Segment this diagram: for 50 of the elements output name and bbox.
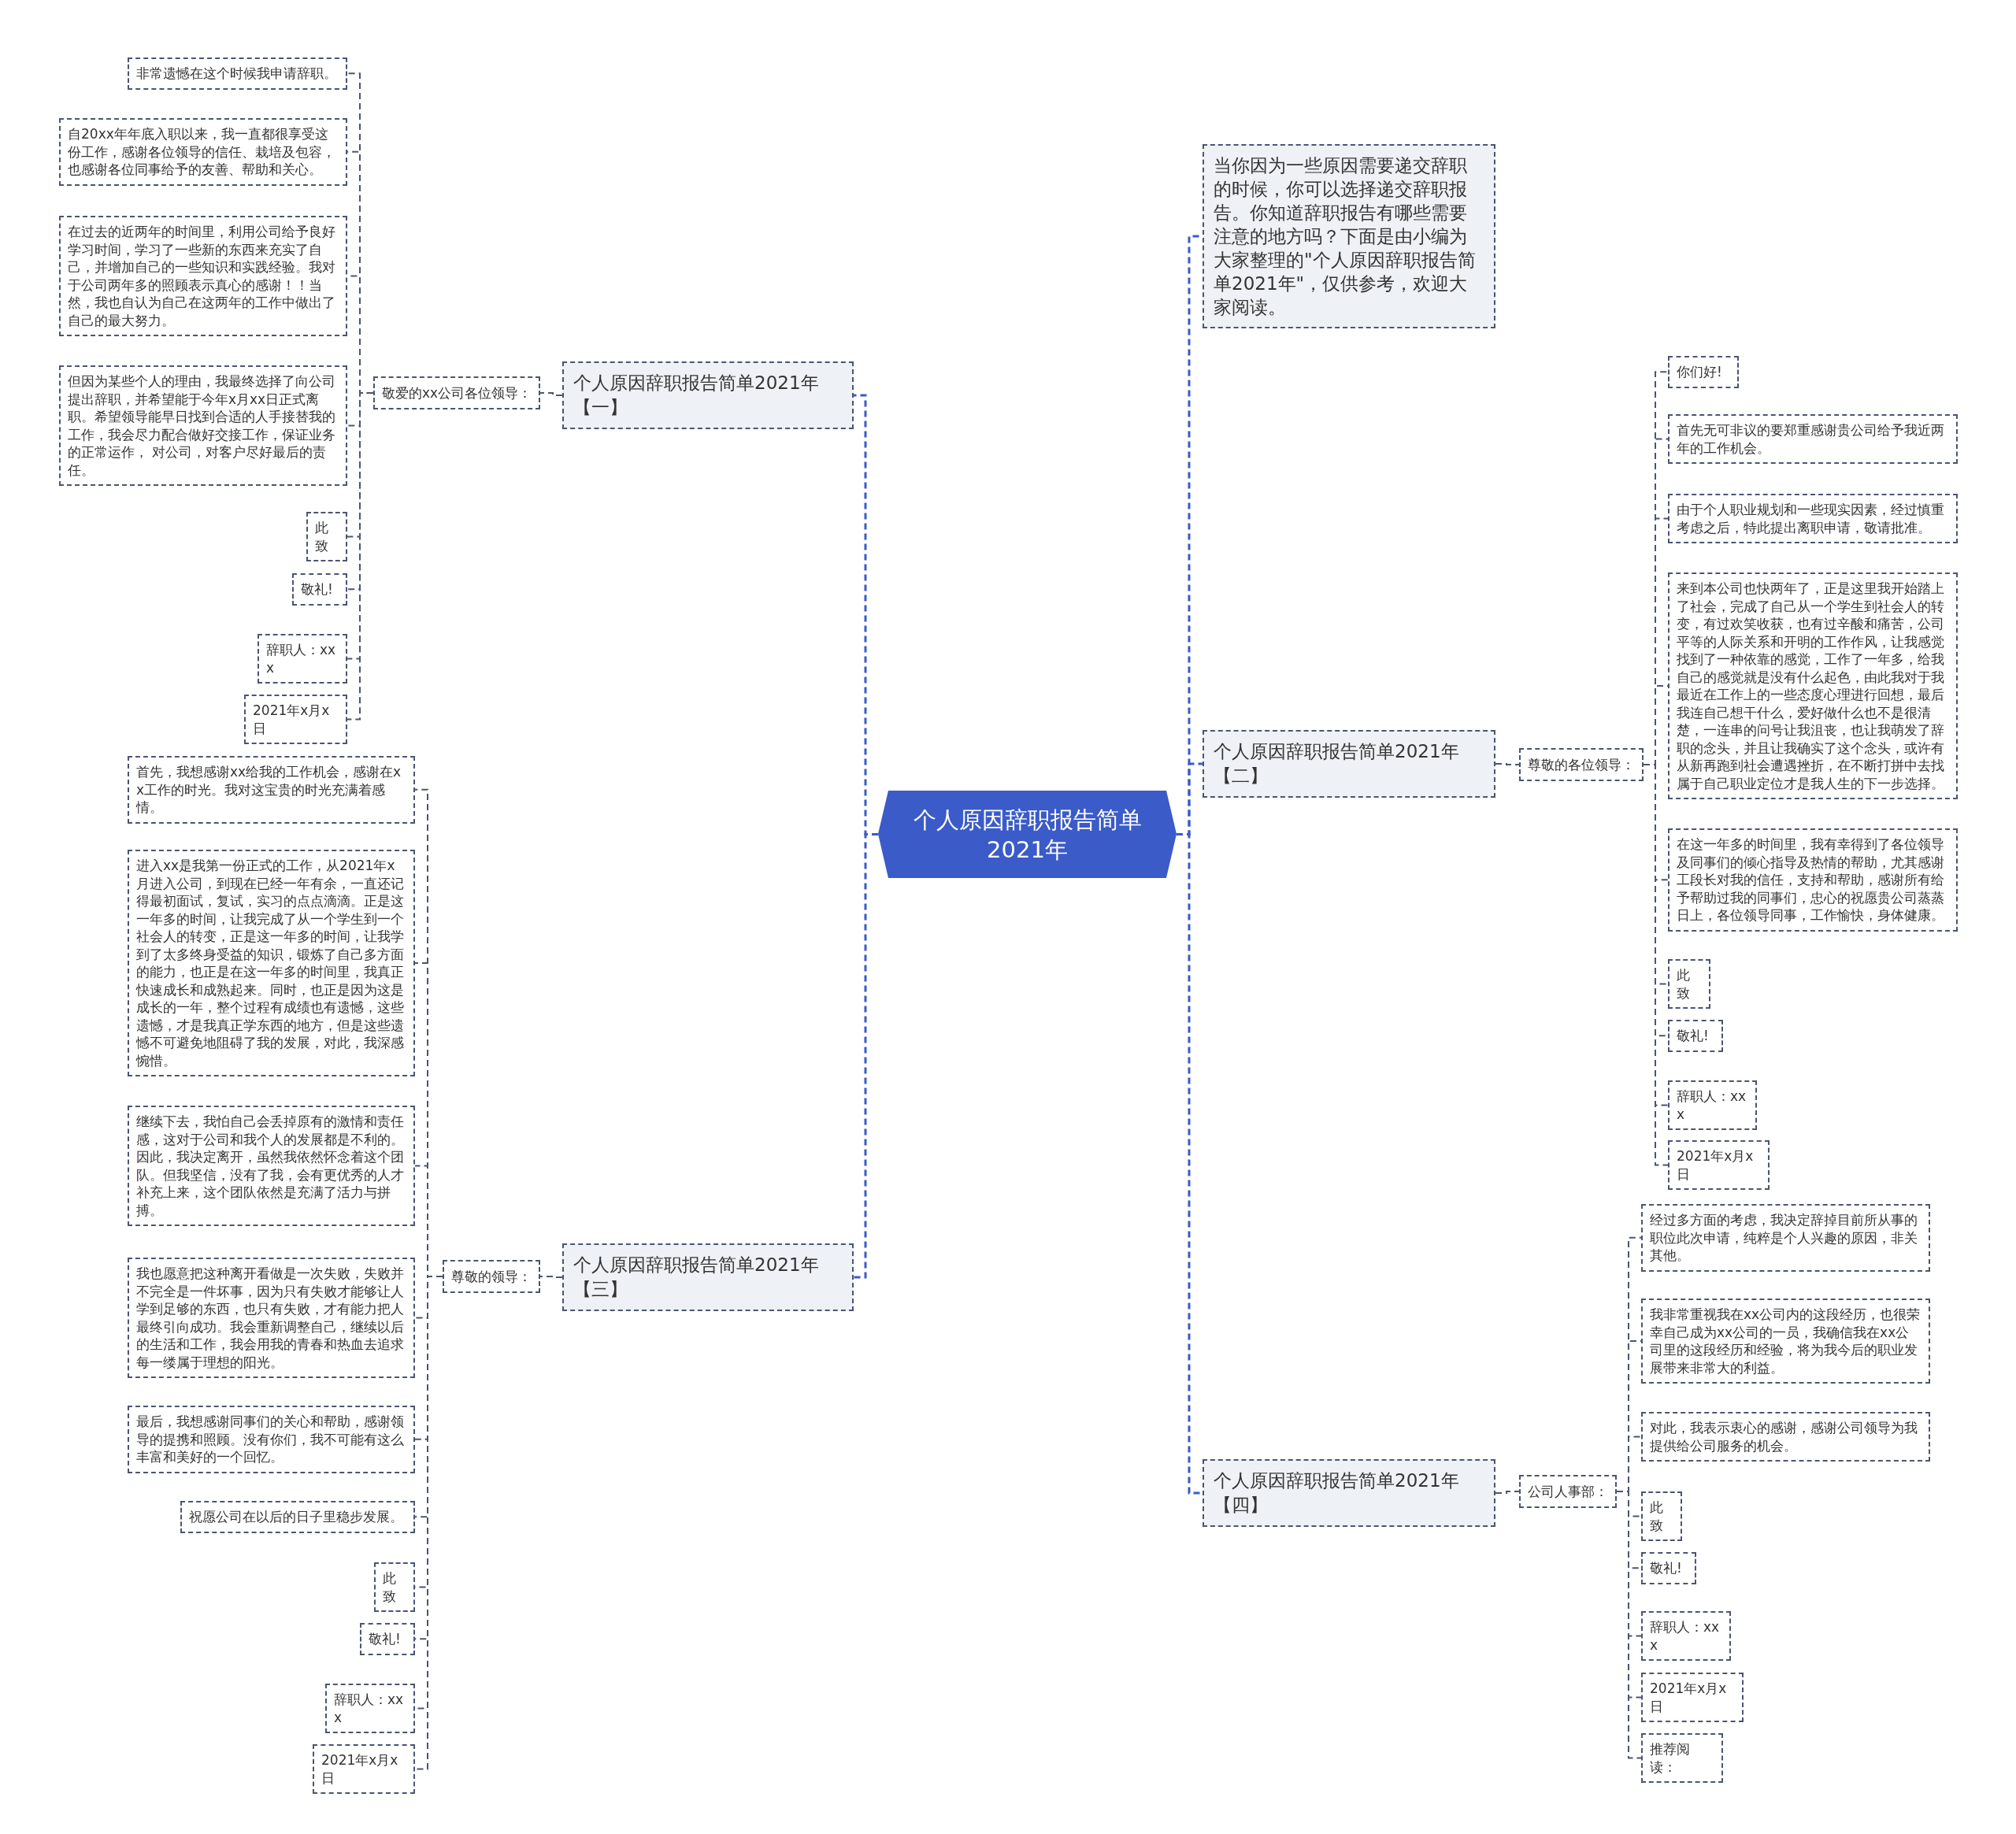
central-topic: 个人原因辞职报告简单2021年 (878, 791, 1177, 878)
text-box: 在过去的近两年的时间里，利用公司给予良好学习时间，学习了一些新的东西来充实了自己，并增加自己的一些知识和实践经验。我对于公司两年多的照顾表示真心的感谢！！当然，我也自认为自己在这两年的工作中做出了自己的最大努力。 (59, 216, 347, 336)
text-box: 由于个人职业规划和一些现实因素，经过慎重考虑之后，特此提出离职申请，敬请批准。 (1668, 494, 1958, 543)
topic-box: 个人原因辞职报告简单2021年【四】 (1203, 1459, 1495, 1527)
text-box: 我非常重视我在xx公司内的这段经历，也很荣幸自己成为xx公司的一员，我确信我在xx公司里的这段经历和经验，将为我今后的职业发展带来非常大的利益。 (1641, 1299, 1930, 1384)
text-box: 我也愿意把这种离开看做是一次失败，失败并不完全是一件坏事，因为只有失败才能够让人学到足够的东西，也只有失败，才有能力把人最终引向成功。我会重新调整自己，继续以后的生活和工作，我会用我的青春和热血去追求每一缕属于理想的阳光。 (128, 1258, 415, 1378)
greeting-box: 公司人事部： (1519, 1475, 1617, 1508)
text-box: 在这一年多的时间里，我有幸得到了各位领导及同事们的倾心指导及热情的帮助，尤其感谢工段长对我的信任，支持和帮助，感谢所有给予帮助过我的同事们，忠心的祝愿贵公司蒸蒸日上，各位领导同事，工作愉快，身体健康。 (1668, 828, 1958, 932)
text-box: 辞职人：xxx (1668, 1080, 1757, 1130)
text-box: 但因为某些个人的理由，我最终选择了向公司提出辞职，并希望能于今年x月xx日正式离职。希望领导能早日找到合适的人手接替我的工作，我会尽力配合做好交接工作，保证业务的正常运作， 对公司，对客户尽好最后的责任。 (59, 365, 347, 486)
text-box: 最后，我想感谢同事们的关心和帮助，感谢领导的提携和照顾。没有你们，我不可能有这么丰富和美好的一个回忆。 (128, 1406, 415, 1473)
text-box: 敬礼! (1641, 1552, 1696, 1584)
intro-note: 当你因为一些原因需要递交辞职的时候，你可以选择递交辞职报告。你知道辞职报告有哪些需要注意的地方吗？下面是由小编为大家整理的"个人原因辞职报告简单2021年"，仅供参考，欢迎大家阅读。 (1203, 144, 1495, 328)
topic-box: 个人原因辞职报告简单2021年【三】 (562, 1243, 854, 1311)
text-box: 进入xx是我第一份正式的工作，从2021年x月进入公司，到现在已经一年有余，一直还记得最初面试，复试，实习的点点滴滴。正是这一年多的时间，让我完成了从一个学生到一个社会人的转变，正是这一年多的时间，让我学到了太多终身受益的知识，锻炼了自己多方面的能力，也正是在这一年多的时间里，我真正快速成长和成熟起来。同时，也正是因为这是成长的一年，整个过程有成绩也有遗憾，这些遗憾，才是我真正学东西的地方，但是这些遗憾不可避免地阻碍了我的发展，对此，我深感惋惜。 (128, 850, 415, 1076)
text-box: 对此，我表示衷心的感谢，感谢公司领导为我提供给公司服务的机会。 (1641, 1412, 1930, 1462)
topic-box: 个人原因辞职报告简单2021年【二】 (1203, 730, 1495, 798)
text-box: 辞职人：xxx (325, 1684, 415, 1733)
text-box: 此致 (306, 512, 347, 561)
connector-line (539, 392, 563, 396)
text-box: 此致 (374, 1562, 415, 1612)
text-box: 敬礼! (292, 573, 347, 606)
connector-line (1495, 1491, 1520, 1494)
greeting-box: 尊敬的领导： (443, 1260, 540, 1293)
text-box: 来到本公司也快两年了，正是这里我开始踏上了社会，完成了自己从一个学生到社会人的转变，有过欢笑收获，也有过辛酸和痛苦，公司平等的人际关系和开明的工作作风，让我感觉找到了一种依靠的感觉，工作了一年多，给我自己的感觉就是没有什么起色，由此我对于我最近在工作上的一些态度心理进行回想，最后我连自己想干什么，爱好做什么也不是很清楚，一连串的问号让我沮丧，也让我萌发了辞职的念头，并且让我确实了这个念头，或许有从新再跑到社会遭遇挫折，在不断打拼中去找属于自己职业定位才是我人生的下一步选择。 (1668, 572, 1958, 799)
text-box: 继续下去，我怕自己会丢掉原有的激情和责任感，这对于公司和我个人的发展都是不利的。因此，我决定离开，虽然我依然怀念着这个团队。但我坚信，没有了我，会有更优秀的人才补充上来，这个团队依然是充满了活力与拼搏。 (128, 1106, 415, 1226)
connector-line (539, 1276, 563, 1278)
text-box: 祝愿公司在以后的日子里稳步发展。 (180, 1501, 415, 1533)
connector-line (1495, 763, 1520, 765)
text-box: 辞职人：xxx (1641, 1611, 1731, 1661)
topic-box: 个人原因辞职报告简单2021年【一】 (562, 361, 854, 429)
greeting-box: 敬爱的xx公司各位领导： (372, 376, 540, 409)
text-box: 2021年x月x日 (244, 695, 347, 744)
text-box: 敬礼! (360, 1623, 415, 1655)
text-box: 敬礼! (1668, 1020, 1723, 1052)
text-box: 非常遗憾在这个时候我申请辞职。 (128, 57, 347, 90)
text-box: 2021年x月x日 (313, 1744, 415, 1794)
text-box: 首先，我想感谢xx给我的工作机会，感谢在xx工作的时光。我对这宝贵的时光充满着感情。 (128, 756, 415, 824)
text-box: 2021年x月x日 (1641, 1673, 1744, 1722)
text-box: 此致 (1641, 1491, 1682, 1541)
text-box: 此致 (1668, 959, 1710, 1009)
text-box: 自20xx年年底入职以来，我一直都很享受这份工作，感谢各位领导的信任、栽培及包容，也感谢各位同事给予的友善、帮助和关心。 (59, 118, 347, 186)
connector-line (1616, 1491, 1642, 1759)
text-box: 2021年x月x日 (1668, 1140, 1770, 1190)
text-box: 你们好! (1668, 356, 1739, 388)
greeting-box: 尊敬的各位领导： (1519, 748, 1644, 781)
text-box: 经过多方面的考虑，我决定辞掉目前所从事的职位此次申请，纯粹是个人兴趣的原因，非关其他。 (1641, 1204, 1930, 1272)
text-box: 首先无可非议的要郑重感谢贵公司给予我近两年的工作机会。 (1668, 414, 1958, 464)
text-box: 辞职人：xxx (258, 634, 347, 684)
text-box: 推荐阅读： (1641, 1733, 1723, 1783)
